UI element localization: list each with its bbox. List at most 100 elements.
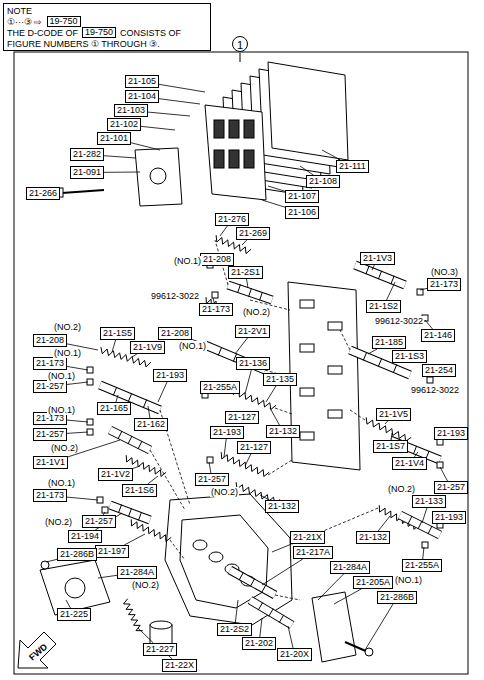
drawing-stroke: [170, 540, 185, 560]
callout-number: 21-269: [239, 228, 267, 238]
callout-number: 21-282: [73, 149, 101, 159]
leader-line: [148, 476, 158, 484]
valve: [250, 600, 292, 625]
callout-number: 21-127: [228, 412, 256, 422]
valve-bore: [214, 150, 224, 168]
valve-bore: [328, 410, 342, 418]
callout-number: 21-146: [424, 330, 452, 340]
callout-box: 21-173: [33, 357, 67, 370]
drawing-stroke: [128, 436, 132, 444]
callout-label: (NO.1): [47, 478, 76, 488]
callout-number: 21-103: [117, 105, 145, 115]
valve-bore: [229, 120, 239, 138]
valve: [228, 285, 272, 300]
leader-line: [133, 466, 140, 468]
leader-line: [260, 618, 262, 637]
callout-box: 21-1S3: [392, 350, 427, 363]
callout-label: (NO.3): [430, 267, 459, 277]
callout-box: 21-173: [199, 303, 233, 316]
drawing-stroke: [428, 526, 432, 534]
callout-label: (NO.2): [242, 307, 271, 317]
callout-number: 21-185: [375, 337, 403, 347]
leader-line: [262, 559, 303, 585]
callout-number: 21-173: [36, 490, 64, 500]
note-text: ①···③ ⇨: [7, 17, 43, 27]
callout-number: 21-162: [137, 419, 165, 429]
drawing-stroke: [345, 642, 368, 652]
leader-line: [67, 366, 88, 370]
callout-number: 21-284A: [333, 562, 367, 572]
callout-label: (NO.2): [210, 487, 239, 497]
callout-box: 21-132: [356, 531, 390, 544]
valve: [355, 265, 405, 285]
valve-body: [165, 494, 292, 625]
end-plate: [135, 148, 182, 206]
callout-box: 21-193: [434, 427, 468, 440]
valve-body: [180, 515, 268, 608]
callout-number: 21-257: [36, 381, 64, 391]
callout-box: 21-276: [215, 213, 249, 226]
end-plate-hole: [150, 168, 166, 184]
callout-label: (NO.2): [387, 484, 416, 494]
accumulator-piston: [150, 621, 172, 629]
callout-box: 21-227: [143, 643, 177, 656]
callout-box: 21-1V1: [33, 456, 68, 469]
callout-box: 21-146: [421, 329, 455, 342]
drawing-stroke: [128, 508, 131, 516]
callout-box: 21-185: [372, 336, 406, 349]
callout-box: 21-132: [265, 500, 299, 513]
callout-number: 21-286B: [380, 592, 414, 602]
leader-line: [368, 349, 377, 354]
leader-line: [67, 432, 88, 433]
callout-number: 21-255A: [405, 560, 439, 570]
valve: [230, 570, 275, 595]
drawing-stroke: [363, 352, 366, 360]
callout-box: 21-269: [236, 227, 270, 240]
leader-line: [425, 320, 433, 329]
callout-number: 21-2S2: [220, 624, 249, 634]
callout-box: 21-1S2: [366, 300, 401, 313]
callout-number: 21-193: [213, 427, 241, 437]
valve-bore: [229, 150, 239, 168]
drawing-stroke: [250, 579, 254, 587]
callout-number: 21-1V2: [101, 469, 130, 479]
callout-number: 21-136: [239, 358, 267, 368]
callout-number: 21-205A: [356, 577, 390, 587]
note-text: THE D-CODE OF: [7, 28, 78, 38]
callout-number: 21-254: [425, 365, 453, 375]
drawing-stroke: [138, 512, 141, 520]
leader-line: [159, 84, 205, 92]
callout-number: 21-257: [437, 482, 465, 492]
drawing-stroke: [249, 288, 252, 297]
callout-box: 21-103: [114, 104, 148, 117]
callout-label: (NO.1): [47, 405, 76, 415]
callout-number: 21-1V1: [36, 457, 65, 467]
valve-body: [288, 282, 360, 470]
callout-number: 21-276: [218, 214, 246, 224]
callout-box: 21-2S1: [228, 266, 263, 279]
callout-label: (NO.2): [50, 443, 79, 453]
callout-number: 21-132: [359, 532, 387, 542]
drawing-stroke: [240, 53, 241, 62]
leader-line: [141, 126, 175, 130]
leader-line: [138, 628, 153, 643]
valve-bore: [300, 388, 314, 396]
leader-line: [209, 462, 211, 473]
leader-line: [220, 226, 227, 236]
leader-line: [300, 166, 313, 175]
leader-line: [247, 279, 248, 288]
callout-number: 21-105: [128, 76, 156, 86]
callout-box: 21-162: [134, 418, 168, 431]
leader-line: [318, 574, 344, 600]
callout-number: 21-1V5: [379, 409, 408, 419]
note-row: NOTE: [7, 5, 207, 16]
figure-number: 1: [237, 39, 243, 51]
callout-box: 21-286B: [377, 591, 417, 604]
callout-box: 21-165: [97, 402, 131, 415]
drawing-stroke: [378, 358, 381, 366]
valve-bore: [328, 322, 342, 330]
callout-label: 99612-3022: [374, 316, 424, 326]
leader-line: [67, 382, 88, 384]
callout-number: 21-208: [161, 328, 189, 338]
code-box: 19-750: [47, 16, 81, 27]
